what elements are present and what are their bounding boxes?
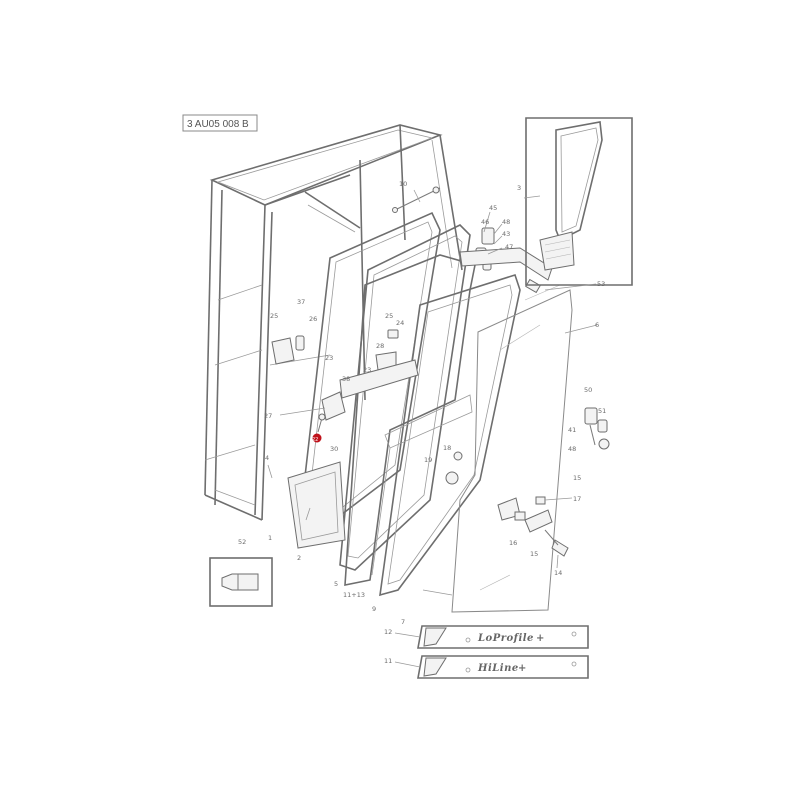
callout-48: 48 — [502, 218, 510, 226]
callout-38: 38 — [342, 375, 350, 383]
callout-16: 16 — [509, 539, 517, 547]
callout-23: 23 — [325, 354, 333, 362]
callout-50: 50 — [584, 386, 592, 394]
reference-code-box: 3 AU05 008 B — [182, 114, 258, 132]
callout-12: 12 — [384, 628, 392, 636]
decal-strip-hiline: HiLine + — [417, 655, 589, 679]
door-frame-11-13 — [344, 254, 476, 586]
decal-strip-loprofile: LoProfile + — [417, 625, 589, 649]
callout-11: 11 — [384, 657, 392, 665]
callout-53: 53 — [597, 280, 605, 288]
callout-14: 14 — [554, 569, 562, 577]
callout-52: 52 — [238, 538, 246, 546]
door-glass-6 — [451, 284, 573, 613]
lock-parts — [271, 329, 419, 549]
highlighted-part-marker — [312, 433, 322, 443]
callout-45: 45 — [489, 204, 497, 212]
callout-8: 6 — [595, 321, 599, 329]
loprofile-mark: + — [536, 633, 545, 644]
callout-4: 4 — [265, 454, 269, 462]
upper-hinge-parts — [392, 186, 553, 294]
callout-28: 28 — [376, 342, 384, 350]
hiline-mark: + — [518, 663, 527, 674]
callout-24: 24 — [396, 319, 404, 327]
callout-48-lower: 48 — [568, 445, 576, 453]
callout-37: 37 — [297, 298, 305, 306]
callout-18: 18 — [443, 444, 451, 452]
callout-22: 22 — [312, 437, 318, 443]
callout-17: 17 — [573, 495, 581, 503]
callout-9: 9 — [372, 605, 376, 613]
callout-15-right: 15 — [573, 474, 581, 482]
callout-7: 7 — [401, 618, 405, 626]
detail-view-door — [525, 117, 633, 286]
callout-51: 51 — [598, 407, 606, 415]
hiline-label: HiLine — [477, 663, 519, 674]
callout-25-left: 25 — [270, 312, 278, 320]
loprofile-label: LoProfile — [477, 633, 534, 644]
leader-lines — [267, 189, 598, 668]
cab-frame — [204, 124, 463, 521]
callout-10: 10 — [399, 180, 407, 188]
door-frame-9 — [371, 274, 521, 597]
callout-27: 27 — [264, 412, 272, 420]
callout-labels: 10 45 46 48 43 47 53 6 37 25 26 25 24 28… — [238, 180, 606, 665]
lower-latch-parts — [445, 451, 569, 557]
door-frame-5 — [339, 224, 471, 571]
callout-25: 25 — [385, 312, 393, 320]
callout-21: 23 — [363, 366, 371, 374]
callout-1: 1 — [268, 534, 272, 542]
callout-2: 2 — [297, 554, 301, 562]
reference-code: 3 AU05 008 B — [187, 119, 249, 130]
callout-30: 30 — [330, 445, 338, 453]
callout-5: 5 — [334, 580, 338, 588]
callout-11-13: 11+13 — [343, 591, 365, 599]
callout-15: 15 — [530, 550, 538, 558]
callout-43: 43 — [502, 230, 510, 238]
callout-19: 19 — [424, 456, 432, 464]
callout-46: 46 — [481, 218, 489, 226]
callout-41: 41 — [568, 426, 576, 434]
callout-3: 3 — [517, 184, 521, 192]
callout-26: 26 — [309, 315, 317, 323]
callout-47: 47 — [505, 243, 513, 251]
right-hinge-parts — [584, 407, 610, 450]
detail-view-tube — [209, 557, 273, 607]
